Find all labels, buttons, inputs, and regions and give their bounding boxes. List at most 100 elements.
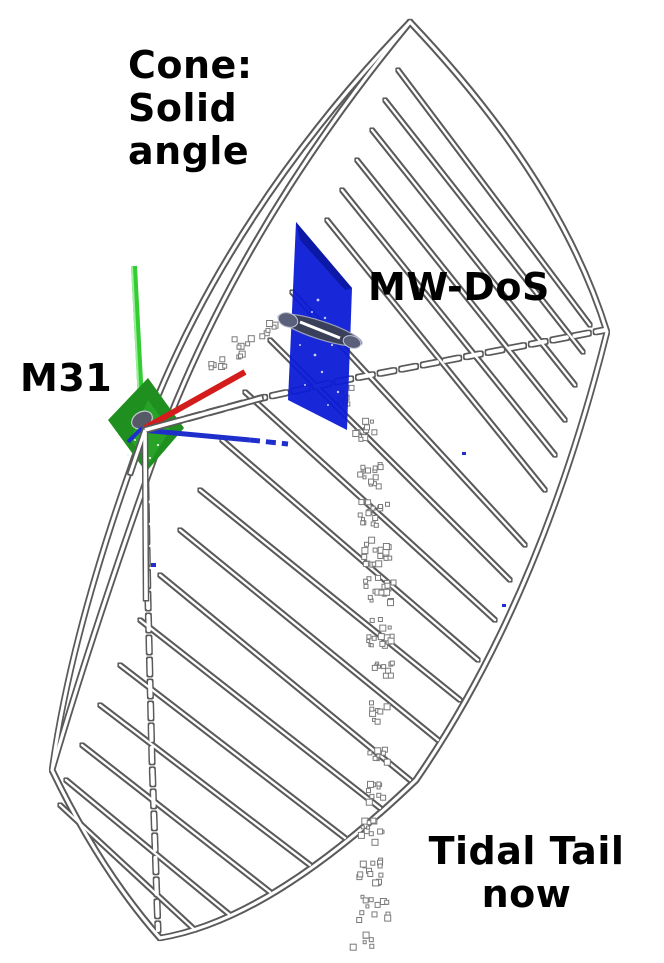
tidal-particle [348,384,355,391]
tidal-particle [371,838,379,846]
tidal-particle [379,624,387,632]
tidal-particle [367,750,373,756]
tidal-particle [247,335,255,343]
m31-label: M31 [20,356,113,400]
tidal-particle [384,899,390,905]
tidal-particle [373,522,379,528]
tidal-particle [375,560,383,568]
tidal-particle [358,499,365,506]
tidal-particle [362,897,369,904]
tidal-particle [369,793,375,799]
tidal-particle [368,536,376,544]
tidal-particle [366,634,372,640]
m31-axis-x [143,369,247,431]
tidal-particle [357,831,365,839]
tidal-particle [379,640,386,647]
cone-axis-dashed [143,328,607,432]
tidal-particle [372,547,378,553]
tidal-particle [365,904,370,909]
tidal-particle [361,547,369,555]
tidal-particle [389,660,395,666]
tidal-particle [377,617,383,622]
tidal-particle [377,828,384,835]
tidal-particle [369,700,374,706]
tidal-particle [362,931,370,939]
tidal-particle [367,871,374,877]
tidal-particle [369,943,375,949]
tidal-particle [369,617,375,623]
tidal-particle [236,344,242,350]
tidal-particle [358,436,364,442]
m31-galaxy [108,265,289,472]
tidal-particle [231,336,238,343]
tidal-particle [383,555,389,561]
tidal-particle [360,464,366,470]
tidal-particle [387,672,394,679]
tidal-particle [362,475,367,480]
tidal-particle [352,430,360,437]
tidal-particle [208,365,214,371]
tidal-particle [374,901,381,908]
tidal-particle [387,625,392,630]
tidal-particle [368,831,374,837]
m31-axis-z [141,427,251,443]
tidal-particle [265,327,271,333]
m31-axis-short [126,426,144,444]
cone-outer-rim [158,20,609,940]
tidal-particle [372,474,379,481]
tidal-particle [363,578,369,584]
tidal-particle [383,703,391,711]
tidal-particle [378,589,385,596]
tidal-particle [378,504,383,509]
tidal-particle [370,860,376,866]
milky-way-disk [277,312,363,349]
tidal-particle [364,541,369,547]
tidal-particle [372,465,378,471]
cone-left-rim [50,20,412,940]
tidal-particle [374,718,381,725]
tidal-particle [365,499,372,506]
tidal-particle [238,353,243,359]
tidal-particle [372,755,378,761]
tidal-particle [375,574,381,581]
tidal-particle [266,320,274,327]
tidal-particle [385,501,390,507]
mw-dos-plane-shadow [296,222,352,290]
mw-dos-plane [277,222,363,430]
tidal-particle [362,561,369,567]
tidal-particle [368,937,374,943]
tidal-particle [372,515,379,521]
tidal-particle [389,633,395,639]
mw-dos-speckles [299,298,340,406]
tidal-particle [357,512,363,518]
tidal-particle [365,510,372,517]
tidal-particle [384,914,392,922]
tidal-particle [222,363,228,369]
stray-marker [462,452,466,455]
tidal-particle [366,788,371,794]
tidal-particle [370,505,376,511]
tidal-particle [365,467,371,474]
tidal-particle [259,333,266,340]
tidal-particle [356,917,363,923]
tidal-particle [377,464,384,471]
tidal-tail-particles [208,320,397,951]
tidal-particle [377,863,383,869]
tidal-particle [380,750,386,756]
tidal-particle [371,664,378,671]
tidal-particle [360,825,365,830]
tidal-particle [360,520,366,526]
tidal-particle [382,543,390,550]
m31-axis-z-dashed [249,437,289,447]
tidal-particle [369,706,375,712]
tidal-particle [370,817,377,824]
tidal-particle [371,635,377,641]
tidal-particle [219,356,226,363]
mw-dos-label: MW-DoS [368,265,550,309]
tidal-particle [371,911,378,918]
tidal-particle [349,943,357,951]
tidal-particle [245,341,251,347]
tidal-particle [381,664,387,670]
tidal-particle [387,599,394,607]
